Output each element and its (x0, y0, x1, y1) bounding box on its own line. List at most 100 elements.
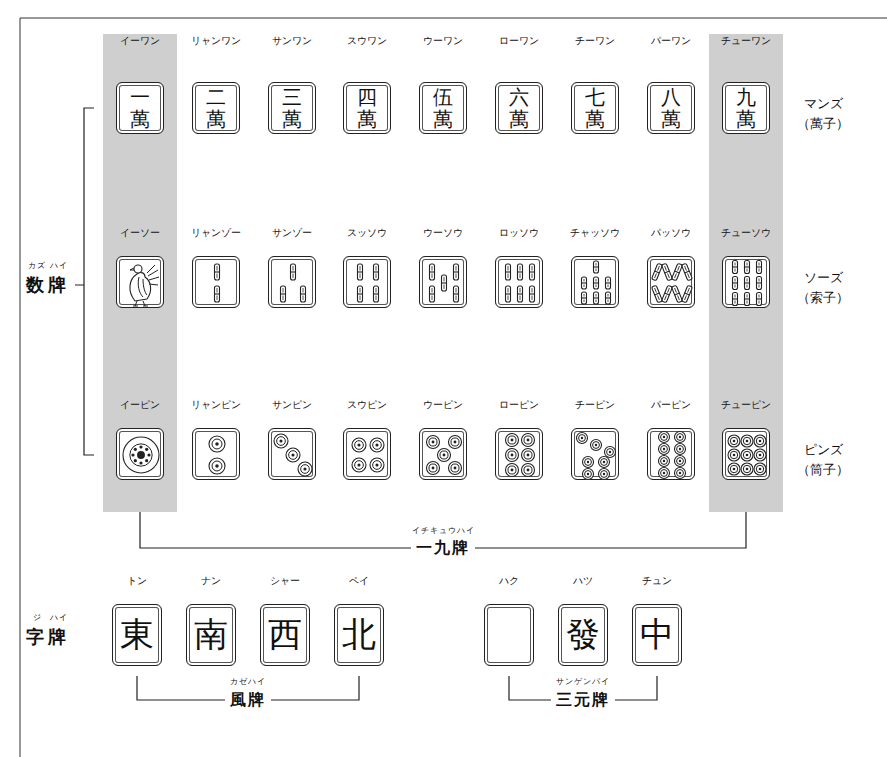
bamboo-stick (745, 293, 750, 306)
group-label: 一九牌 (411, 538, 475, 557)
dot-circle (659, 456, 670, 467)
dot-circle (675, 468, 686, 479)
bamboo-stick (681, 263, 692, 281)
dot-circle (759, 454, 762, 457)
bamboo-stick (757, 277, 762, 290)
dot-circle (583, 469, 594, 480)
dot-circle (728, 463, 740, 475)
dot-circle (147, 453, 150, 456)
dot-circle (679, 448, 681, 450)
reading-label: ジ (33, 613, 42, 623)
terminal-band (103, 34, 177, 512)
bamboo-stick (685, 293, 690, 295)
dot-circle (291, 453, 294, 456)
dot-circle (449, 436, 462, 449)
bamboo-stick (745, 282, 750, 283)
mahjong-tile: リャンゾー (192, 256, 240, 308)
bamboo-stick (518, 271, 523, 272)
bamboo-stick (594, 261, 599, 273)
group-label: 数牌 (26, 274, 70, 296)
dot-circle (607, 449, 614, 456)
bamboo-stick (759, 285, 760, 288)
bamboo-stick (360, 296, 361, 301)
bamboo-pattern (496, 257, 544, 309)
dot-circle (603, 461, 605, 463)
dot-circle (524, 466, 532, 474)
tile-name: シャー (270, 575, 300, 587)
dot-circle (373, 461, 382, 470)
bamboo-stick (582, 277, 587, 289)
dot-circle (743, 465, 750, 472)
bamboo-stick (745, 277, 750, 290)
mahjong-tile: ウーワン伍萬 (419, 82, 467, 134)
bamboo-stick (594, 277, 599, 289)
suit-label: （索子） (797, 290, 849, 306)
bamboo-stick (281, 293, 286, 294)
bamboo-stick (608, 285, 609, 288)
bamboo-stick (651, 263, 662, 281)
mahjong-tile: チュン中 (632, 604, 682, 666)
bamboo-stick (733, 293, 738, 306)
bamboo-stick (376, 266, 377, 271)
tile-face: 一萬 (130, 86, 150, 130)
bamboo-stick (291, 264, 296, 280)
dot-circle (599, 469, 610, 480)
suit-label: ピンズ (804, 442, 843, 458)
bamboo-stick (530, 271, 535, 272)
bamboo-stick (675, 273, 677, 278)
bamboo-stick (432, 274, 433, 279)
bamboo-stick (454, 286, 459, 302)
dot-circle (289, 451, 298, 460)
dot-circle (209, 436, 225, 452)
bamboo-stick (281, 286, 286, 302)
bamboo-stick (215, 271, 220, 272)
bamboo-stick (454, 264, 459, 280)
bamboo-stick (759, 301, 760, 304)
dot-circle (139, 461, 142, 464)
dot-circle (741, 435, 753, 447)
bamboo-stick (374, 264, 379, 280)
dot-circle (754, 449, 766, 461)
dot-circle (134, 459, 137, 462)
bamboo-stick (745, 261, 750, 274)
mahjong-tile: パーワン八萬 (647, 82, 695, 134)
dot-circle (609, 451, 611, 453)
bamboo-stick (745, 293, 750, 306)
bamboo-stick (688, 273, 690, 278)
dot-circle (137, 451, 145, 459)
dot-circle (585, 471, 592, 478)
dot-circle (511, 469, 514, 472)
tile-face: 發 (566, 616, 600, 653)
frame-line (20, 18, 21, 757)
tile-face: 三萬 (282, 86, 302, 130)
tile-name: チーワン (575, 35, 615, 47)
bamboo-stick (454, 271, 459, 272)
dot-circle (741, 449, 753, 461)
tile-name: ウーワン (423, 35, 463, 47)
tile-name: チューソウ (721, 227, 771, 239)
dot-circle (443, 454, 446, 457)
bamboo-stick (735, 279, 736, 282)
tile-name: サンピン (272, 399, 312, 411)
bamboo-stick (671, 285, 682, 303)
dot-circle (429, 438, 437, 446)
bamboo-stick (301, 286, 306, 302)
bamboo-stick (757, 261, 762, 274)
bamboo-stick (376, 274, 377, 279)
dot-circle (508, 436, 516, 444)
bamboo-stick (281, 286, 286, 302)
bamboo-stick (358, 264, 363, 280)
bamboo-stick (456, 274, 457, 279)
dot-circle (728, 435, 740, 447)
bamboo-stick (745, 266, 750, 267)
bamboo-stick (520, 266, 521, 271)
group-label: 字牌 (26, 626, 70, 648)
bamboo-stick (508, 266, 509, 271)
dot-circle (438, 449, 451, 462)
frame-line (20, 18, 887, 19)
tile-face: 二萬 (206, 86, 226, 130)
bamboo-stick (430, 286, 435, 302)
reading-label: カズ (28, 261, 46, 271)
dot-circle (746, 454, 749, 457)
tile-name: サンゾー (272, 227, 312, 239)
